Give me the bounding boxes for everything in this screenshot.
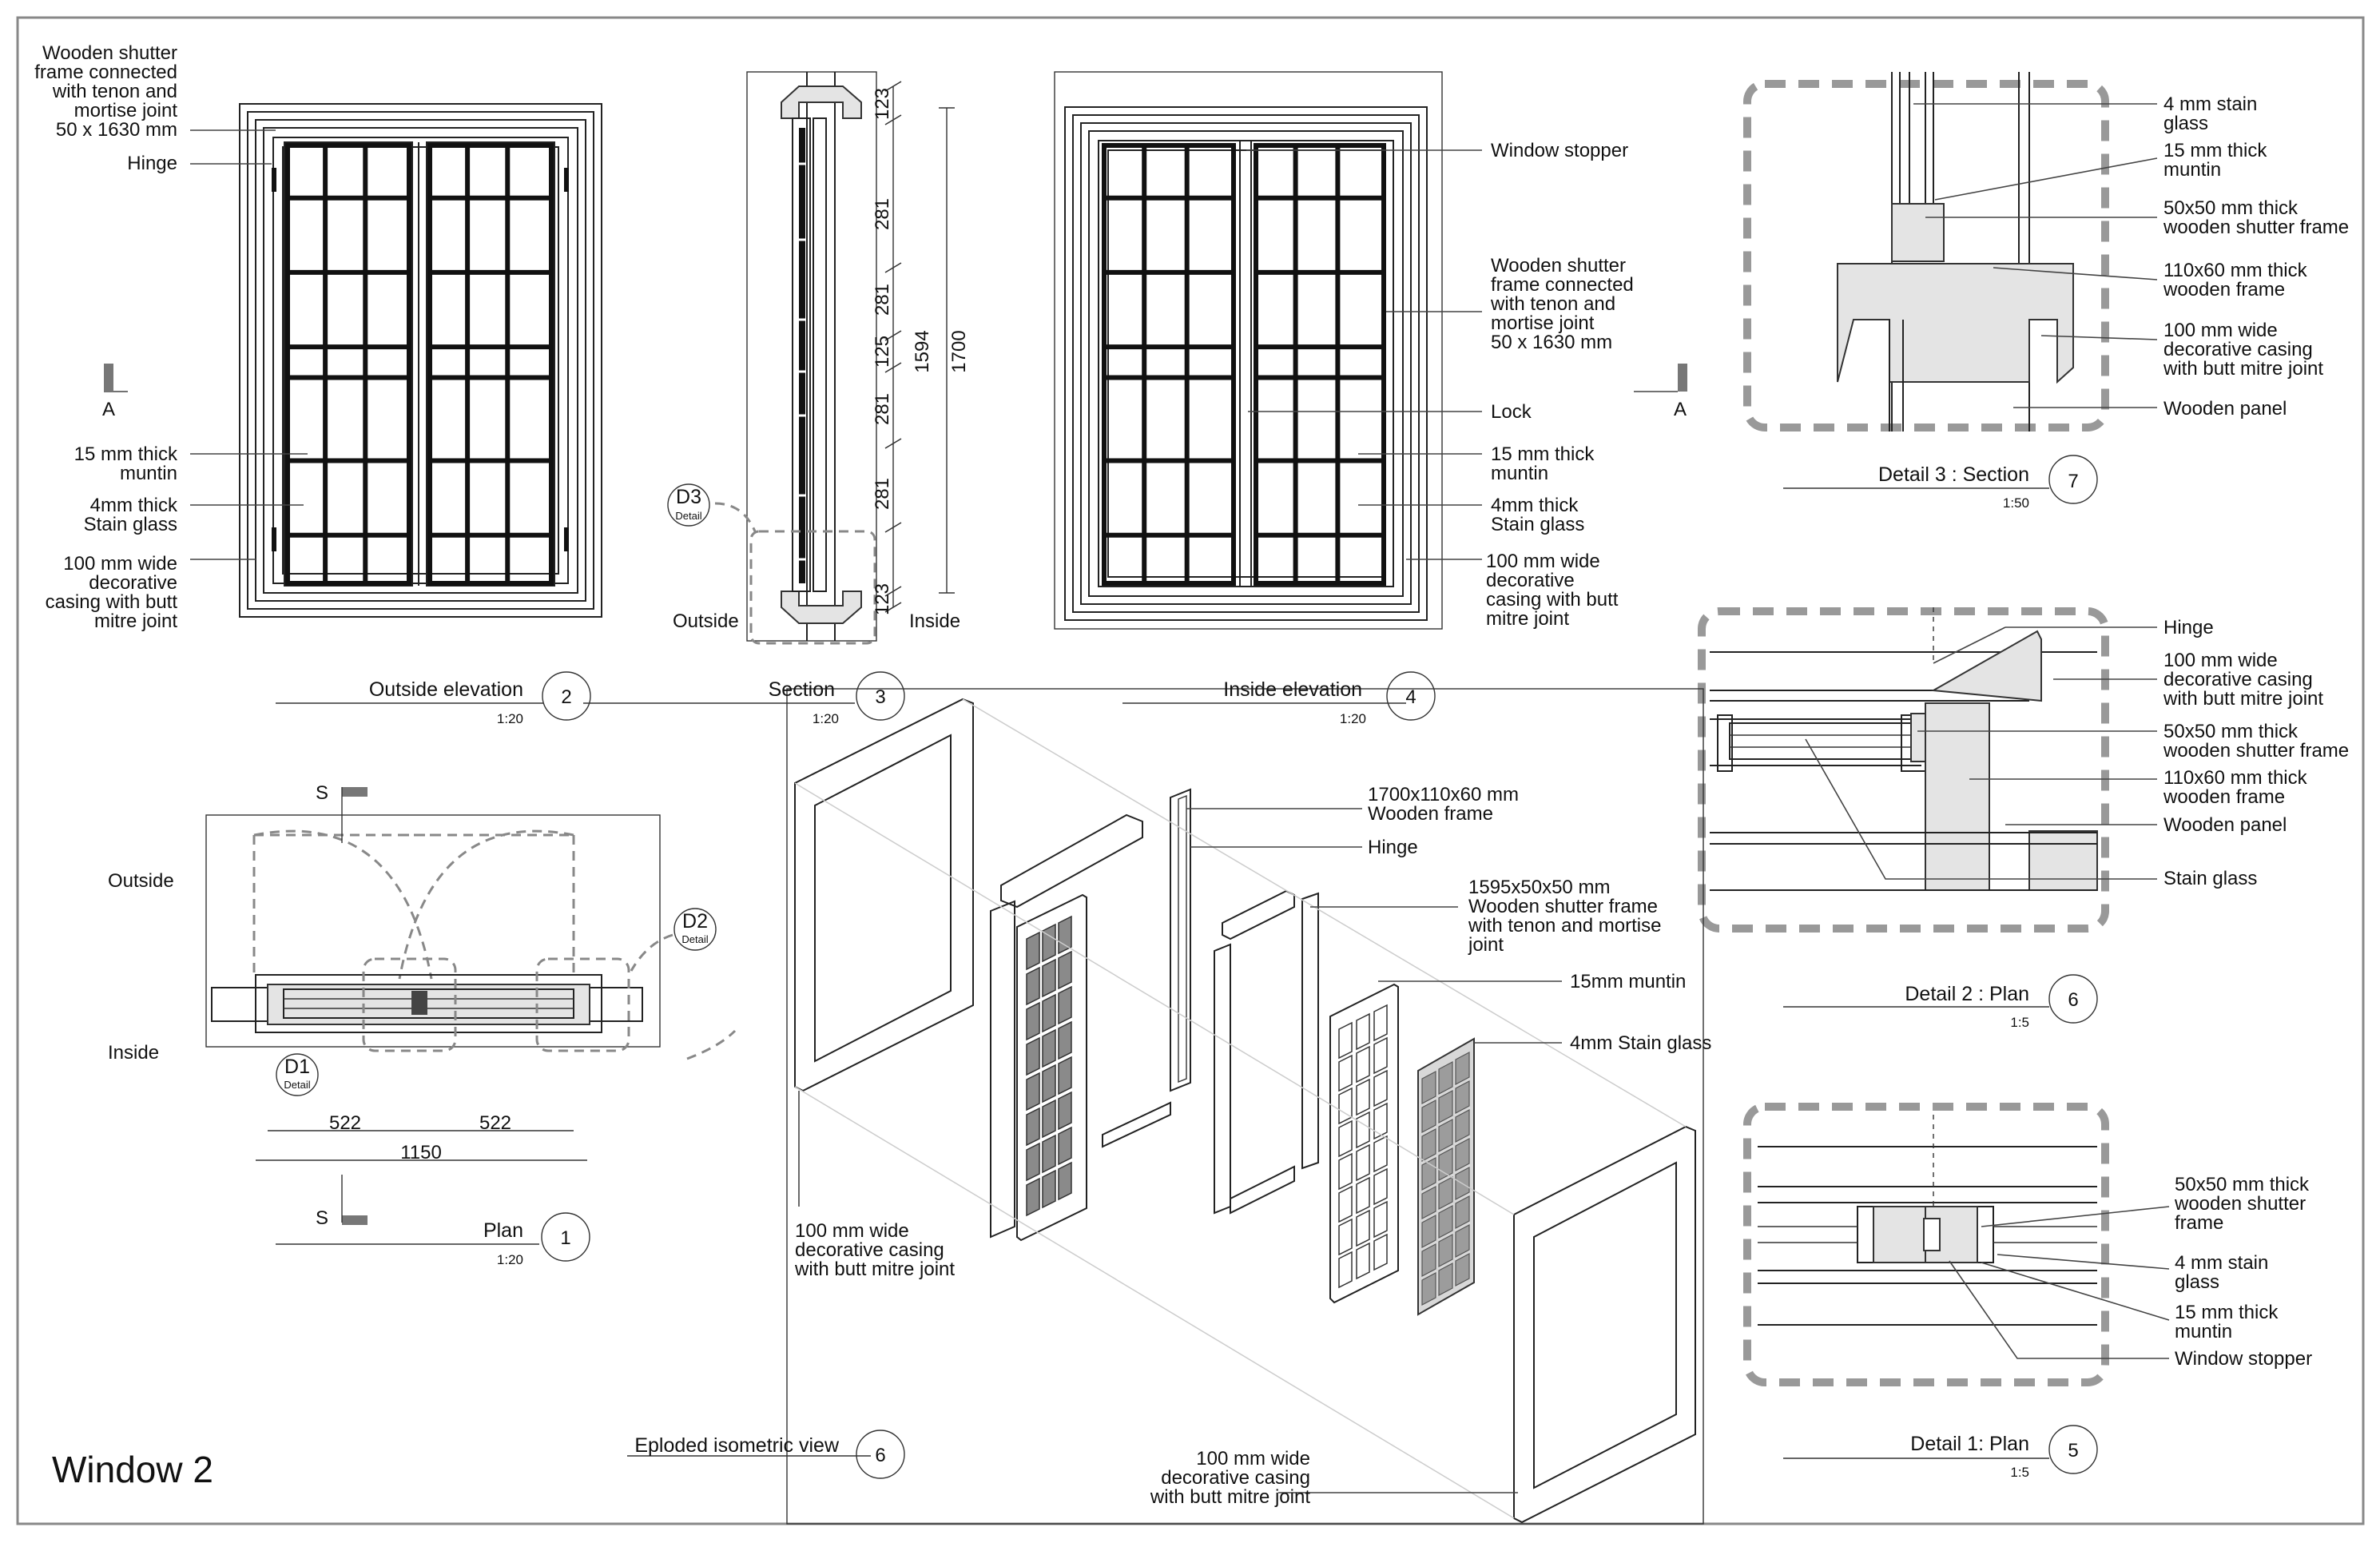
plan-inside-label: Inside [108,1042,159,1064]
sec-total-outer: 1700 [948,330,970,372]
iso-glass-label: 4mm Stain glass [1570,1032,1711,1054]
plan-dim-right: 522 [479,1112,511,1134]
d1-scale: 1:5 [2010,1465,2029,1480]
oe-hinge-label: Hinge [127,153,177,174]
sec-scale: 1:20 [813,711,839,726]
sec-detail-sub: Detail [675,510,701,522]
plan-d2-sub: Detail [681,933,708,945]
sheet-title: Window 2 [52,1449,213,1490]
d3-title: Detail 3 : Section [1878,463,2029,486]
detail2-drawing [1698,607,2109,933]
section-drawing [746,71,955,645]
plan-section-tag-top: S [316,782,328,804]
detail1-drawing [1743,1103,2109,1386]
d1-label-4: Window stopper [2175,1348,2312,1370]
detail3-drawing [1743,72,2109,431]
plan-section-tag-bottom: S [316,1207,328,1229]
sec-total-inner: 1594 [912,330,933,372]
d2-number: 6 [2068,989,2078,1011]
d2-title: Detail 2 : Plan [1905,983,2029,1005]
plan-dim-total: 1150 [400,1142,442,1163]
ie-number: 4 [1405,686,1416,708]
sec-outside-label: Outside [673,610,739,632]
sheet-border [16,16,2365,1525]
plan-d2-tag: D2 [682,910,708,933]
iso-hinge-label: Hinge [1368,837,1418,858]
plan-drawing [205,787,661,1225]
sec-inside-label: Inside [909,610,960,632]
d3-number: 7 [2068,471,2078,492]
iso-number: 6 [875,1445,885,1466]
plan-number: 1 [560,1227,570,1249]
sec-dim-2: 281 [872,198,893,230]
d3-label-6: Wooden panel [2163,398,2287,420]
sec-number: 3 [875,686,885,708]
plan-outside-label: Outside [108,870,174,892]
iso-title: Eploded isometric view [634,1434,840,1457]
sec-detail-tag: D3 [676,486,701,508]
d1-number: 5 [2068,1440,2078,1461]
oe-section-tag: A [102,399,115,420]
ie-stopper-label: Window stopper [1491,140,1628,161]
ie-title: Inside elevation [1223,678,1362,701]
ie-lock-label: Lock [1491,401,1532,423]
d2-label-6: Stain glass [2163,868,2257,889]
leader-lines [104,103,2170,1493]
d3-scale: 1:50 [2003,495,2029,511]
d2-label-1: Hinge [2163,617,2214,638]
plan-d1-sub: Detail [284,1079,310,1091]
oe-title: Outside elevation [369,678,523,701]
ie-section-tag: A [1674,399,1687,420]
plan-scale: 1:20 [497,1252,523,1267]
inside-elevation-drawing [1054,71,1443,630]
sec-dim-1: 123 [872,88,893,120]
sec-title: Section [769,678,835,701]
iso-muntin-label: 15mm muntin [1570,971,1686,992]
outside-elevation-drawing [239,103,602,618]
sec-dim-3: 281 [872,284,893,316]
sec-dim-4: 125 [872,336,893,368]
sec-dim-5: 281 [872,393,893,425]
d2-scale: 1:5 [2010,1015,2029,1030]
ie-scale: 1:20 [1340,711,1366,726]
isometric-drawing [786,688,1704,1525]
d2-label-5: Wooden panel [2163,814,2287,836]
plan-dim-left: 522 [329,1112,361,1134]
oe-scale: 1:20 [497,711,523,726]
plan-title: Plan [483,1219,523,1242]
title-marks [276,455,2098,1479]
sec-dim-6: 281 [872,478,893,510]
sec-dim-7: 123 [872,583,893,615]
d1-title: Detail 1: Plan [1910,1433,2029,1455]
oe-number: 2 [561,686,571,708]
plan-d1-tag: D1 [284,1056,310,1078]
